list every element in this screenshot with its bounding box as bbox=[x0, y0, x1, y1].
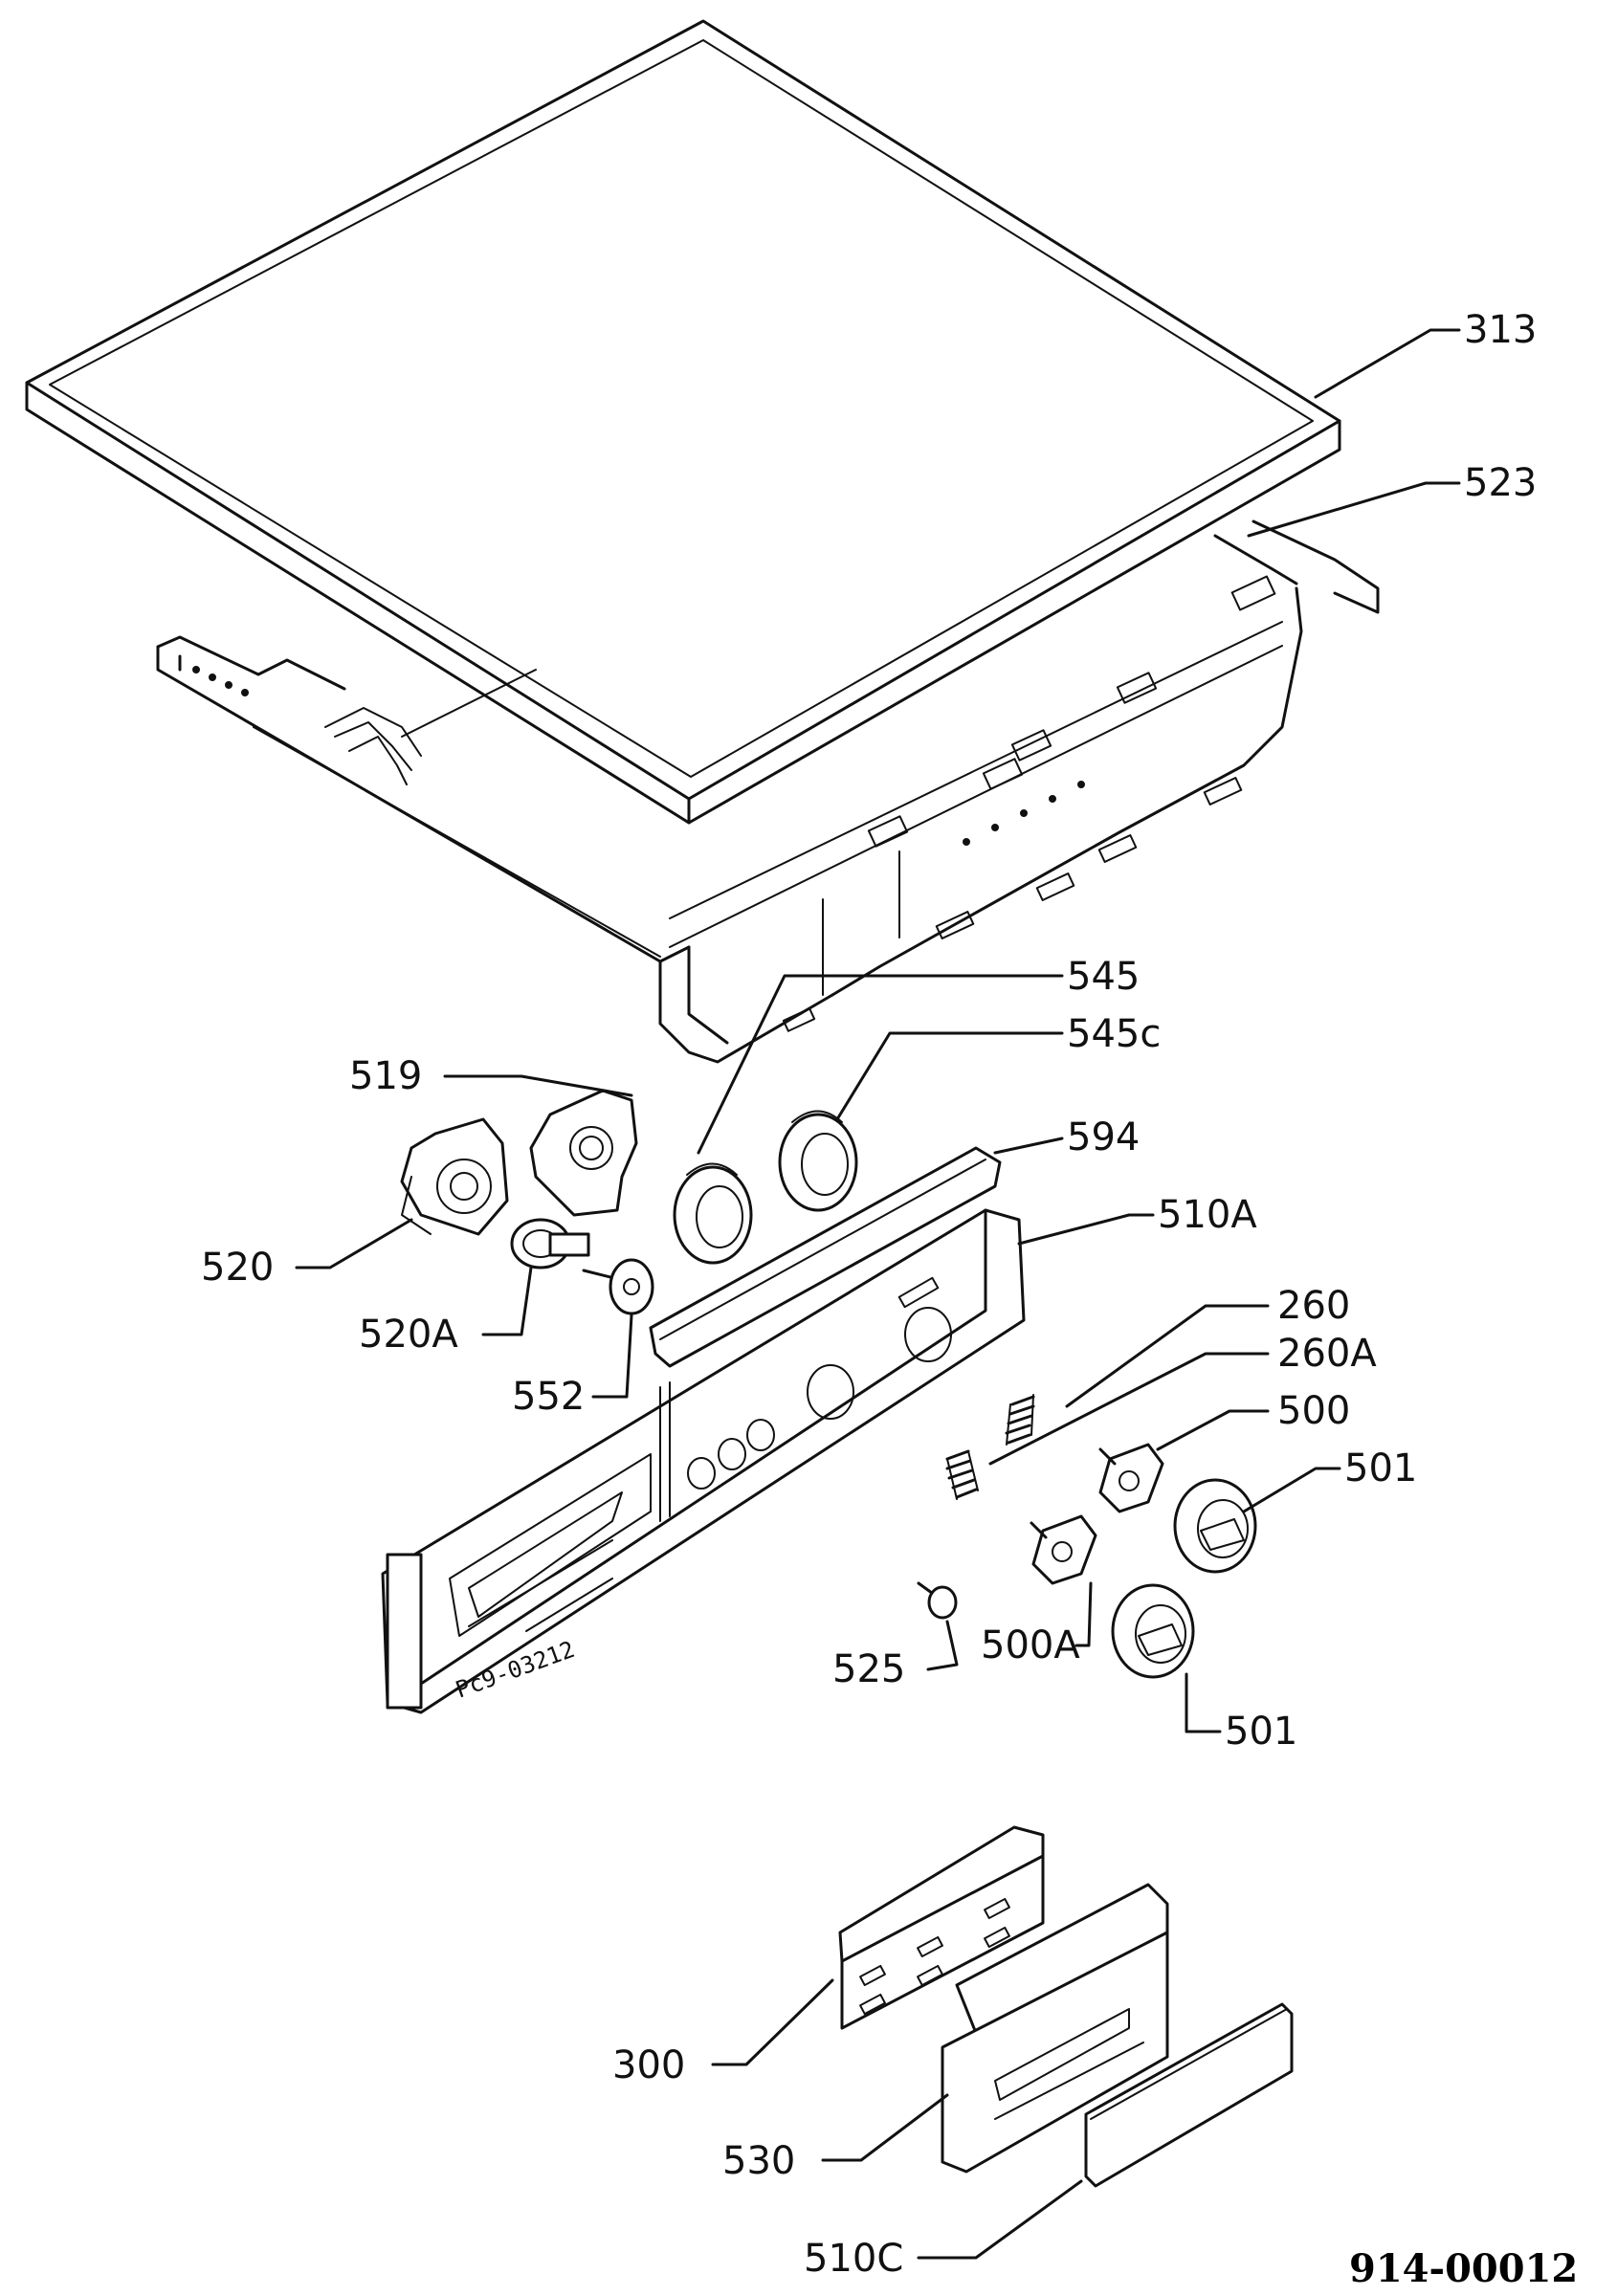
callout-530: 530 bbox=[722, 2139, 795, 2183]
part-510a-control-panel: Pc9-03212 bbox=[381, 1208, 1026, 1714]
part-545c-ring bbox=[778, 1110, 858, 1212]
part-520a-gear bbox=[510, 1218, 590, 1269]
part-501-knob-top bbox=[1173, 1478, 1257, 1574]
callout-525: 525 bbox=[832, 1647, 905, 1691]
part-523-panel-frame bbox=[156, 519, 1380, 1064]
part-519-selector-housing bbox=[529, 1089, 638, 1217]
part-500a-cam bbox=[1030, 1514, 1097, 1585]
leader-lines bbox=[295, 328, 1461, 2260]
callout-552: 552 bbox=[512, 1375, 585, 1419]
callout-510c: 510C bbox=[804, 2237, 903, 2281]
part-313-top-cover bbox=[25, 19, 1341, 825]
callout-260a: 260A bbox=[1277, 1332, 1377, 1376]
part-520-selector-body bbox=[400, 1117, 509, 1236]
callout-500: 500 bbox=[1277, 1389, 1350, 1433]
part-500-cam bbox=[1098, 1443, 1164, 1513]
callout-519: 519 bbox=[349, 1054, 422, 1098]
callout-520a: 520A bbox=[359, 1313, 458, 1357]
part-530-handle bbox=[941, 1883, 1169, 2174]
part-552-spindle bbox=[582, 1258, 654, 1315]
callout-501-bottom: 501 bbox=[1225, 1710, 1297, 1754]
callout-510a: 510A bbox=[1158, 1193, 1257, 1237]
part-545-ring bbox=[673, 1162, 753, 1265]
part-260-spring bbox=[1005, 1394, 1035, 1446]
part-300-bracket bbox=[838, 1825, 1045, 2030]
callout-labels: 313 523 545 545c 519 594 510A 520 520A 5… bbox=[201, 308, 1537, 2281]
callout-260: 260 bbox=[1277, 1284, 1350, 1328]
callout-520: 520 bbox=[201, 1246, 274, 1290]
part-510c-insert bbox=[1084, 2002, 1294, 2188]
callout-300: 300 bbox=[612, 2043, 685, 2087]
callout-545: 545 bbox=[1067, 955, 1140, 999]
callout-313: 313 bbox=[1464, 308, 1537, 352]
callout-500a: 500A bbox=[981, 1623, 1080, 1667]
callout-594: 594 bbox=[1067, 1115, 1140, 1159]
part-501-knob-bottom bbox=[1111, 1583, 1195, 1679]
part-594-strip bbox=[649, 1146, 1002, 1368]
callout-545c: 545c bbox=[1067, 1012, 1161, 1056]
callout-523: 523 bbox=[1464, 461, 1537, 505]
part-525-pin bbox=[917, 1581, 958, 1620]
part-260a-spring bbox=[945, 1449, 979, 1500]
figure-reference: 914-00012 bbox=[1349, 2246, 1578, 2291]
callout-501-top: 501 bbox=[1344, 1446, 1417, 1490]
